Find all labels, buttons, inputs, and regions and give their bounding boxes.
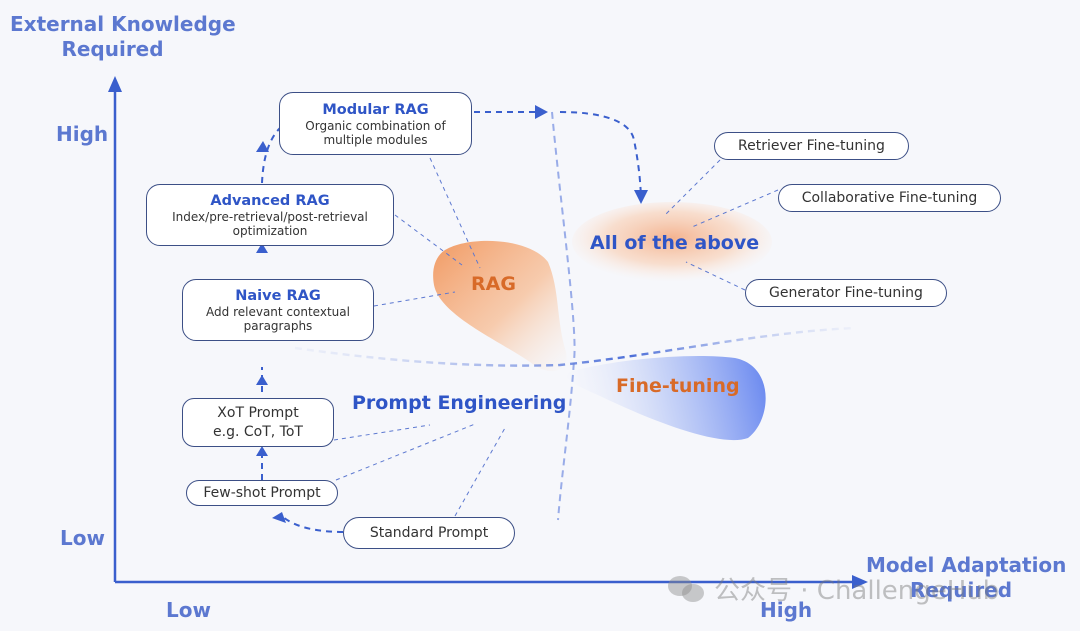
retriever-fine-tuning-pill: Retriever Fine-tuning — [714, 132, 909, 160]
y-axis-title-line2: Required — [61, 37, 164, 61]
naive-rag-desc-1: Add relevant contextual — [206, 305, 350, 319]
all-above-blob — [572, 202, 772, 282]
modular-rag-desc-2: multiple modules — [323, 132, 428, 147]
x-axis-title-line1: Model Adaptation — [866, 553, 1067, 577]
fine-tuning-region-label: Fine-tuning — [616, 375, 740, 397]
fine-tuning-blob — [566, 355, 766, 441]
generator-fine-tuning-pill: Generator Fine-tuning — [745, 279, 947, 307]
advanced-rag-desc-1: Index/pre-retrieval/post-retrieval — [172, 210, 368, 224]
x-axis-title: Model Adaptation Required — [866, 553, 1067, 603]
xot-prompt-line1: XoT Prompt — [217, 404, 299, 421]
naive-rag-desc-2: paragraphs — [243, 319, 313, 333]
boundary-vertical — [551, 111, 576, 521]
x-axis — [115, 575, 868, 589]
y-axis — [108, 76, 122, 582]
naive-rag-box: Naive RAG Add relevant contextual paragr… — [182, 279, 374, 341]
xot-prompt-line2: e.g. CoT, ToT — [213, 423, 303, 440]
rag-blob — [433, 240, 567, 372]
y-tick-low: Low — [60, 526, 105, 550]
wechat-icon — [668, 574, 708, 604]
rag-region-label: RAG — [471, 273, 516, 295]
y-tick-high: High — [56, 122, 109, 146]
advanced-rag-desc-2: optimization — [232, 224, 308, 238]
all-above-region-label: All of the above — [590, 232, 760, 254]
y-axis-title: External Knowledge Required — [10, 12, 236, 62]
standard-prompt-pill: Standard Prompt — [343, 517, 515, 549]
naive-rag-title: Naive RAG — [235, 288, 321, 304]
x-axis-title-line2: Required — [909, 578, 1013, 602]
x-tick-low: Low — [166, 598, 211, 622]
advanced-rag-title: Advanced RAG — [210, 193, 330, 209]
watermark: 公众号 · ChallengeHub — [668, 570, 999, 607]
few-shot-prompt-pill: Few-shot Prompt — [186, 480, 338, 506]
watermark-text: 公众号 · ChallengeHub — [714, 576, 1000, 606]
prompt-engineering-label: Prompt Engineering — [352, 392, 567, 414]
collaborative-fine-tuning-pill: Collaborative Fine-tuning — [778, 184, 1001, 212]
xot-prompt-box: XoT Prompt e.g. CoT, ToT — [182, 398, 334, 447]
modular-rag-title: Modular RAG — [322, 101, 429, 118]
advanced-rag-box: Advanced RAG Index/pre-retrieval/post-re… — [146, 184, 394, 246]
modular-rag-desc-1: Organic combination of — [305, 118, 446, 133]
x-tick-high: High — [760, 598, 813, 622]
modular-rag-box: Modular RAG Organic combination of multi… — [279, 92, 472, 155]
y-axis-title-line1: External Knowledge — [10, 12, 236, 36]
boundary-horizontal — [294, 326, 856, 367]
ladder-arrowheads — [256, 105, 648, 523]
leader-lines — [333, 157, 779, 517]
